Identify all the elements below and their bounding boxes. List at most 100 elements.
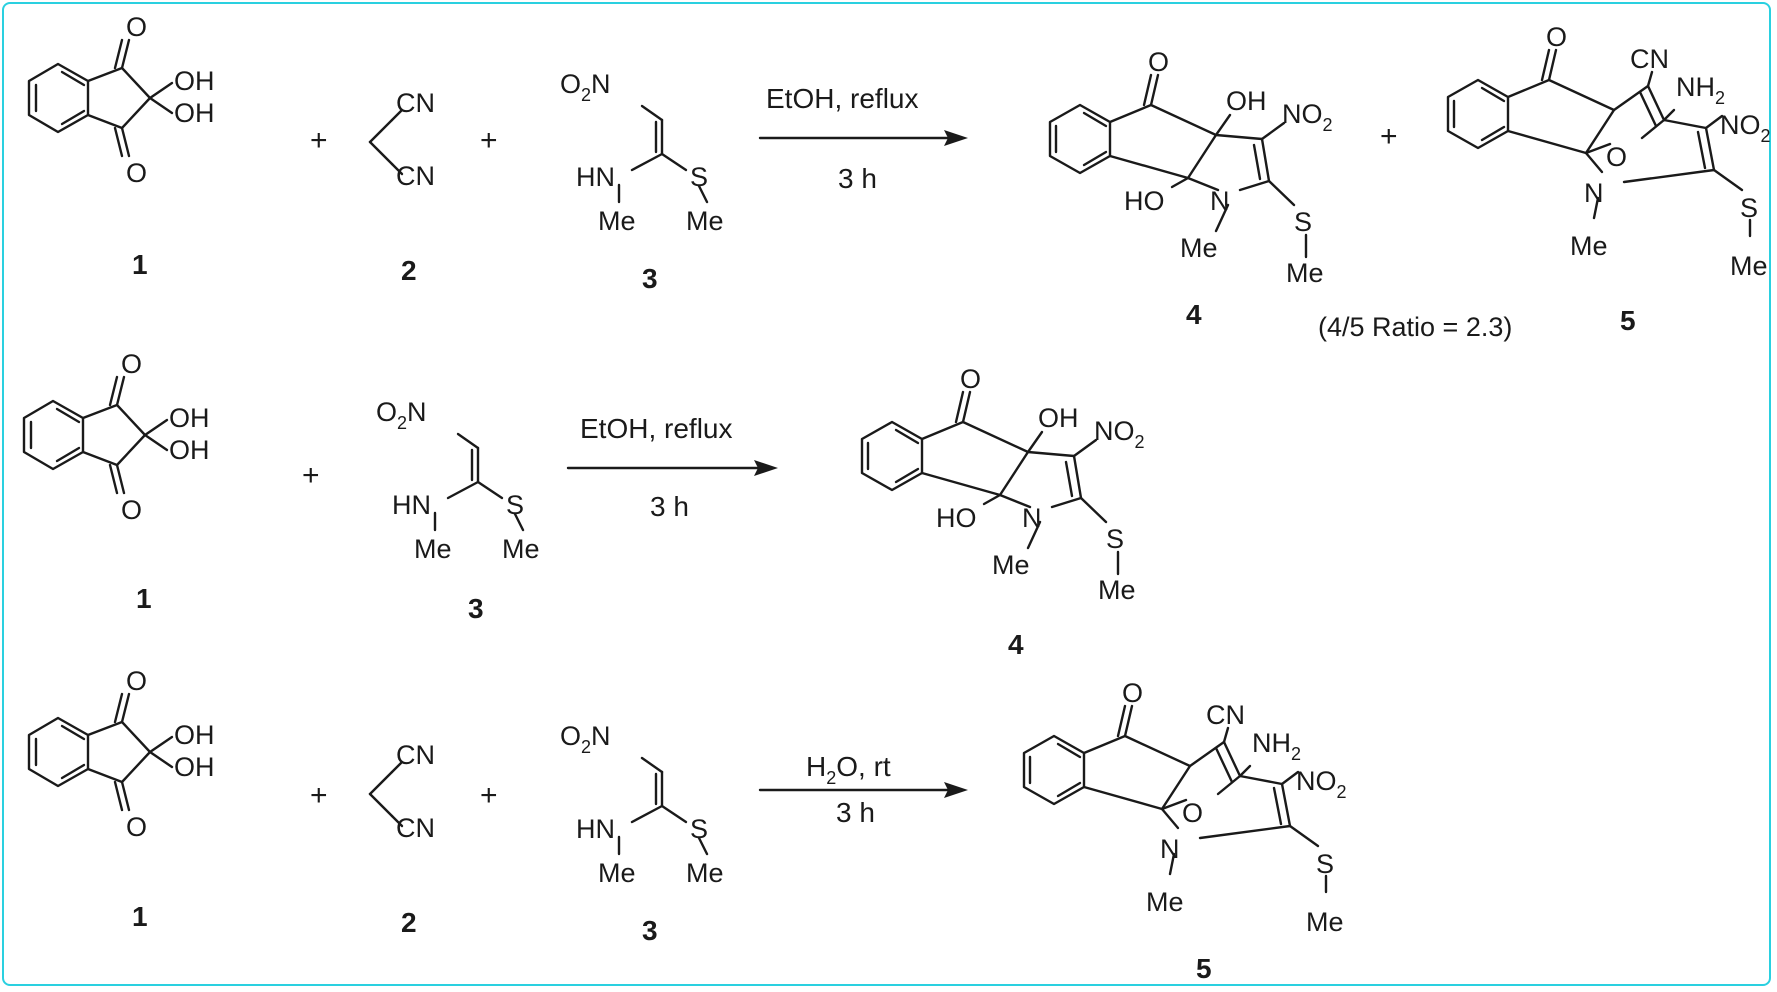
atom-label: O <box>126 158 147 188</box>
atom-label: Me <box>992 550 1030 580</box>
atom-label: S <box>1316 849 1334 879</box>
atom-label: NO2 <box>1720 110 1771 146</box>
atom-label: OH <box>174 66 215 96</box>
atom-label: CN <box>396 813 435 843</box>
atom-label: O <box>126 12 147 42</box>
conditions-top: H2O, rt <box>806 751 891 788</box>
atom-label: Me <box>1570 231 1608 261</box>
atom-label: OH <box>1226 86 1267 116</box>
atom-label: Me <box>1098 575 1136 605</box>
atom-label: O2N <box>560 721 611 757</box>
atom-label: Me <box>1306 907 1344 937</box>
atom-label: O <box>960 364 981 394</box>
compound-label: 2 <box>401 255 417 286</box>
reaction-arrow <box>758 130 968 146</box>
atom-label: HN <box>392 490 431 520</box>
plus-sign: + <box>310 124 328 157</box>
atom-label: OH <box>174 98 215 128</box>
atom-label: S <box>1294 207 1312 237</box>
reactant-malononitrile: CN CN <box>368 88 435 191</box>
atom-label: HO <box>936 503 977 533</box>
compound-label: 4 <box>1008 629 1024 660</box>
atom-label: O <box>126 666 147 696</box>
atom-label: O <box>1606 142 1627 172</box>
atom-label: O <box>1122 678 1143 708</box>
atom-label: N <box>1210 186 1230 216</box>
atom-label: CN <box>396 161 435 191</box>
atom-label: OH <box>174 720 215 750</box>
atom-label: N <box>1584 178 1604 208</box>
plus-sign: + <box>480 779 498 812</box>
compound-label: 5 <box>1620 305 1636 336</box>
atom-label: O2N <box>560 69 611 105</box>
atom-label: O <box>121 349 142 379</box>
row-2: O O OH OH 1 + O2N HN S Me Me 3 EtOH, ref… <box>22 349 1145 660</box>
atom-label: N <box>1022 503 1042 533</box>
atom-label: OH <box>169 435 210 465</box>
atom-label: Me <box>686 206 724 236</box>
reactant-nitroketene-acetal: O2N HN S Me Me <box>560 69 724 236</box>
reaction-arrow <box>566 460 778 476</box>
atom-label: OH <box>174 752 215 782</box>
plus-sign: + <box>310 779 328 812</box>
compound-label: 2 <box>401 907 417 938</box>
atom-label: OH <box>169 403 210 433</box>
atom-label: Me <box>414 534 452 564</box>
atom-label: Me <box>598 206 636 236</box>
plus-sign: + <box>480 124 498 157</box>
compound-label: 1 <box>136 583 152 614</box>
reaction-arrow <box>758 782 968 798</box>
plus-sign: + <box>302 459 320 492</box>
atom-label: OH <box>1038 403 1079 433</box>
atom-label: S <box>1740 193 1758 223</box>
product-5: O CN NH2 NO2 O N Me S Me <box>1446 22 1771 281</box>
atom-label: O <box>121 495 142 525</box>
atom-label: S <box>690 814 708 844</box>
atom-label: Me <box>1180 233 1218 263</box>
atom-label: NO2 <box>1282 99 1333 135</box>
compound-label: 1 <box>132 901 148 932</box>
product-4: O OH NO2 HO N Me S Me <box>860 364 1145 605</box>
atom-label: S <box>1106 524 1124 554</box>
atom-label: Me <box>1146 887 1184 917</box>
reactant-nitroketene-acetal: O2N HN S Me Me <box>560 721 724 888</box>
reactant-malononitrile: CN CN <box>368 740 435 843</box>
atom-label: HN <box>576 162 615 192</box>
atom-label: NO2 <box>1296 766 1347 802</box>
atom-label: NO2 <box>1094 416 1145 452</box>
atom-label: O2N <box>376 397 427 433</box>
reactant-ninhydrin: O O OH OH <box>22 349 210 525</box>
compound-label: 3 <box>642 263 658 294</box>
atom-label: Me <box>1286 258 1324 288</box>
atom-label: O <box>1182 798 1203 828</box>
conditions-top: EtOH, reflux <box>766 83 918 114</box>
conditions-bottom: 3 h <box>836 797 875 828</box>
atom-label: O <box>1546 22 1567 52</box>
atom-label: Me <box>502 534 540 564</box>
conditions-bottom: 3 h <box>650 491 689 522</box>
atom-label: S <box>506 490 524 520</box>
compound-label: 5 <box>1196 953 1212 984</box>
atom-label: Me <box>598 858 636 888</box>
compound-label: 4 <box>1186 299 1202 330</box>
conditions-top: EtOH, reflux <box>580 413 732 444</box>
atom-label: HO <box>1124 186 1165 216</box>
product-5: O CN NH2 NO2 O N Me S Me <box>1022 678 1347 937</box>
plus-sign: + <box>1380 120 1398 153</box>
compound-label: 1 <box>132 249 148 280</box>
conditions-bottom: 3 h <box>838 163 877 194</box>
atom-label: CN <box>1206 700 1245 730</box>
ratio-note: (4/5 Ratio = 2.3) <box>1318 312 1512 342</box>
atom-label: CN <box>1630 44 1669 74</box>
row-3: O O OH OH 1 + CN CN 2 + O2N HN S Me Me 3… <box>27 666 1347 984</box>
row-1: O O OH OH 1 + CN CN 2 + O2N HN S Me Me 3… <box>27 12 1771 342</box>
atom-label: O <box>1148 47 1169 77</box>
atom-label: Me <box>1730 251 1768 281</box>
product-4: O OH NO2 HO N Me S Me <box>1048 47 1333 288</box>
atom-label: HN <box>576 814 615 844</box>
atom-label: S <box>690 162 708 192</box>
atom-label: NH2 <box>1252 728 1301 764</box>
atom-label: O <box>126 812 147 842</box>
